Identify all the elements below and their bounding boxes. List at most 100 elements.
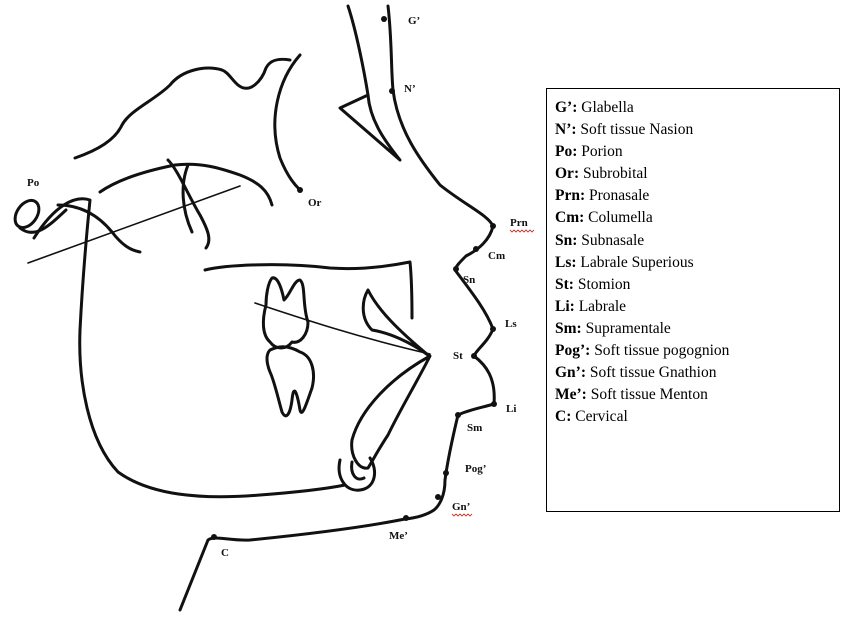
- legend-row: Prn: Pronasale: [555, 185, 839, 207]
- legend-abbr: Ls: [555, 254, 571, 271]
- legend-colon: :: [572, 99, 577, 116]
- landmark-point-pog: [443, 470, 449, 476]
- landmark-point-or: [297, 187, 303, 193]
- landmark-point-li: [491, 401, 497, 407]
- label-ls: Ls: [505, 318, 517, 330]
- legend-abbr: C: [555, 408, 566, 425]
- legend-name: Columella: [588, 209, 653, 226]
- nasal-bone: [340, 95, 400, 160]
- legend-row: Gn’: Soft tissue Gnathion: [555, 362, 839, 384]
- label-pog: Pog’: [465, 463, 486, 475]
- legend-name: Cervical: [575, 408, 628, 425]
- landmark-point-sn: [453, 266, 459, 272]
- label-n: N’: [404, 83, 416, 95]
- label-me: Me’: [389, 530, 408, 542]
- legend-name: Porion: [581, 143, 622, 160]
- legend-name: Subnasale: [581, 232, 644, 249]
- landmark-point-prn: [490, 223, 496, 229]
- legend-colon: :: [581, 364, 586, 381]
- label-or: Or: [308, 197, 322, 209]
- legend-colon: :: [566, 408, 571, 425]
- legend-name: Glabella: [581, 99, 634, 116]
- legend-row: Po: Porion: [555, 141, 839, 163]
- legend-name: Pronasale: [589, 187, 649, 204]
- legend-colon: :: [579, 209, 584, 226]
- legend-name: Soft tissue Nasion: [580, 121, 693, 138]
- legend-abbr: Me’: [555, 386, 582, 403]
- legend-colon: :: [574, 165, 579, 182]
- legend-row: G’: Glabella: [555, 97, 839, 119]
- landmark-point-n: [389, 88, 395, 94]
- legend-abbr: Gn’: [555, 364, 581, 381]
- legend-row: N’: Soft tissue Nasion: [555, 119, 839, 141]
- legend-abbr: Pog’: [555, 342, 585, 359]
- landmark-point-sm: [455, 412, 461, 418]
- legend-abbr: Sn: [555, 232, 572, 249]
- legend-name: Soft tissue Gnathion: [590, 364, 717, 381]
- legend-abbr: Sm: [555, 320, 577, 337]
- legend-colon: :: [580, 187, 585, 204]
- label-c: C: [221, 547, 229, 559]
- landmark-point-me: [403, 515, 409, 521]
- landmark-point-st: [471, 353, 477, 359]
- legend-abbr: Li: [555, 298, 570, 315]
- legend-abbr: St: [555, 276, 569, 293]
- legend-abbr: G’: [555, 99, 572, 116]
- label-prn: Prn: [510, 217, 528, 229]
- landmark-point-g: [381, 16, 387, 22]
- label-sm: Sm: [467, 422, 482, 434]
- legend-name: Supramentale: [586, 320, 671, 337]
- legend-colon: :: [582, 386, 587, 403]
- legend-colon: :: [571, 254, 576, 271]
- label-st: St: [453, 350, 463, 362]
- condyle-curve: [58, 205, 140, 252]
- legend-row: Sm: Supramentale: [555, 318, 839, 340]
- legend-name: Soft tissue Menton: [591, 386, 708, 403]
- legend-row: Cm: Columella: [555, 207, 839, 229]
- legend-name: Stomion: [578, 276, 631, 293]
- label-g: G’: [408, 15, 420, 27]
- label-gn: Gn’: [452, 501, 470, 513]
- label-cm: Cm: [488, 250, 505, 262]
- legend-name: Subrobital: [583, 165, 648, 182]
- landmark-point-cm: [473, 246, 479, 252]
- landmark-point-ls: [490, 326, 496, 332]
- label-po: Po: [27, 177, 40, 189]
- label-sn: Sn: [463, 274, 475, 286]
- landmark-point-gn: [435, 494, 441, 500]
- soft-tissue-profile: [180, 6, 494, 610]
- label-li: Li: [506, 403, 516, 415]
- legend-row: Sn: Subnasale: [555, 230, 839, 252]
- cranial-base: [75, 59, 290, 158]
- legend-abbr: Po: [555, 143, 572, 160]
- legend-name: Soft tissue pogognion: [594, 342, 729, 359]
- forehead-line: [348, 6, 368, 95]
- lower-molar: [267, 347, 314, 416]
- landmark-point-c: [211, 534, 217, 540]
- legend-row: Ls: Labrale Superious: [555, 252, 839, 274]
- legend-abbr: Prn: [555, 187, 580, 204]
- legend-colon: :: [577, 320, 582, 337]
- lower-incisor: [352, 356, 430, 468]
- legend-colon: :: [585, 342, 590, 359]
- legend-row: Pog’: Soft tissue pogognion: [555, 340, 839, 362]
- spellcheck-squiggle-prn: [510, 230, 534, 232]
- legend-row: Li: Labrale: [555, 296, 839, 318]
- legend-row: St: Stomion: [555, 274, 839, 296]
- legend-colon: :: [570, 298, 575, 315]
- legend-name: Labrale Superious: [580, 254, 693, 271]
- ear-rod-line: [20, 210, 66, 232]
- legend-abbr: N’: [555, 121, 571, 138]
- legend-name: Labrale: [579, 298, 626, 315]
- legend-row: Me’: Soft tissue Menton: [555, 384, 839, 406]
- orbit-rim: [275, 55, 300, 190]
- legend-colon: :: [572, 232, 577, 249]
- legend-colon: :: [569, 276, 574, 293]
- legend-row: C: Cervical: [555, 406, 839, 428]
- legend-colon: :: [572, 143, 577, 160]
- spellcheck-squiggle-gn: [452, 514, 472, 516]
- legend-colon: :: [571, 121, 576, 138]
- legend-abbr: Cm: [555, 209, 579, 226]
- legend-row: Or: Subrobital: [555, 163, 839, 185]
